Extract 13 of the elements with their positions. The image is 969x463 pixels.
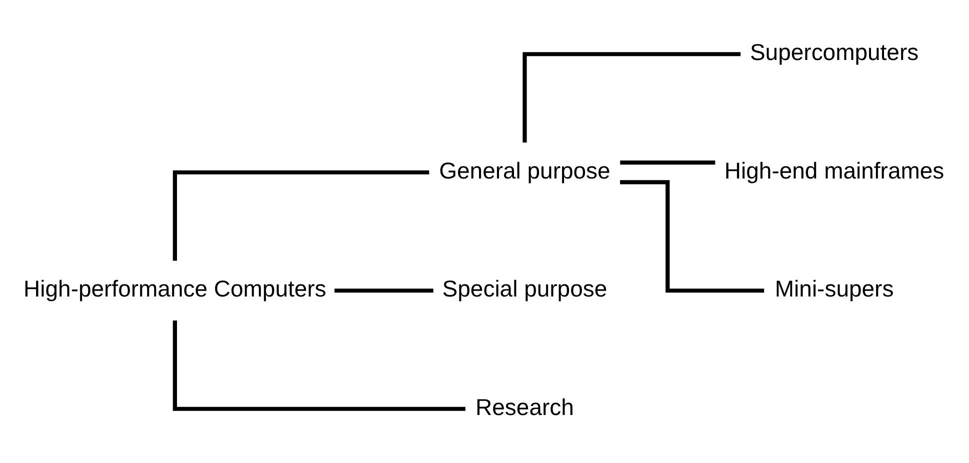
node-text: Mini-supers [774, 276, 894, 302]
node-text: Research [476, 394, 574, 420]
connector [334, 288, 434, 293]
node-text: High-performance Computers [24, 276, 326, 302]
connector [522, 52, 741, 143]
node-text: Special purpose [442, 276, 608, 302]
connector [620, 160, 716, 165]
node-text: General purpose [439, 157, 610, 184]
connector [620, 180, 764, 293]
node-text: High-end mainframes [724, 157, 944, 184]
connector [172, 320, 466, 411]
node-text: Supercomputers [750, 39, 919, 66]
connector [172, 170, 430, 261]
